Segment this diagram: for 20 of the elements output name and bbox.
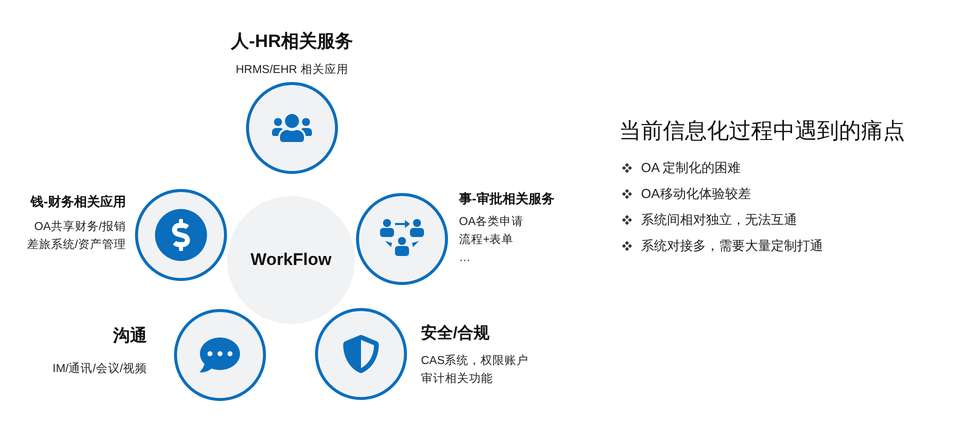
pain-point-item: OA移动化体验较差 bbox=[641, 185, 751, 204]
category-heading: 沟通 bbox=[112, 325, 147, 346]
category-description: 审计相关功能 bbox=[421, 371, 494, 387]
pain-point-item: 系统间相对独立，无法互通 bbox=[641, 211, 797, 230]
category-description: 流程+表单 bbox=[459, 232, 515, 248]
category-heading: 安全/合规 bbox=[421, 324, 490, 344]
center-title: WorkFlow bbox=[250, 249, 332, 272]
category-description: 差旅系统/资产管理 bbox=[26, 237, 126, 254]
category-description: … bbox=[459, 251, 472, 266]
category-description: HRMS/EHR 相关应用 bbox=[234, 62, 350, 78]
pain-point-item: OA 定制化的困难 bbox=[641, 159, 741, 178]
category-heading: 事-审批相关服务 bbox=[459, 191, 556, 208]
category-description: CAS系统，权限账户 bbox=[421, 353, 530, 369]
category-heading: 人-HR相关服务 bbox=[230, 30, 354, 52]
category-description: OA各类申请 bbox=[459, 214, 525, 230]
pain-point-item: 系统对接多，需要大量定制打通 bbox=[641, 237, 823, 256]
category-heading: 钱-财务相关应用 bbox=[29, 194, 126, 210]
category-description: IM/通讯/会议/视频 bbox=[52, 361, 147, 378]
category-description: OA共享财务/报销 bbox=[33, 219, 126, 236]
pain-points-heading: 当前信息化过程中遇到的痛点 bbox=[619, 117, 905, 145]
